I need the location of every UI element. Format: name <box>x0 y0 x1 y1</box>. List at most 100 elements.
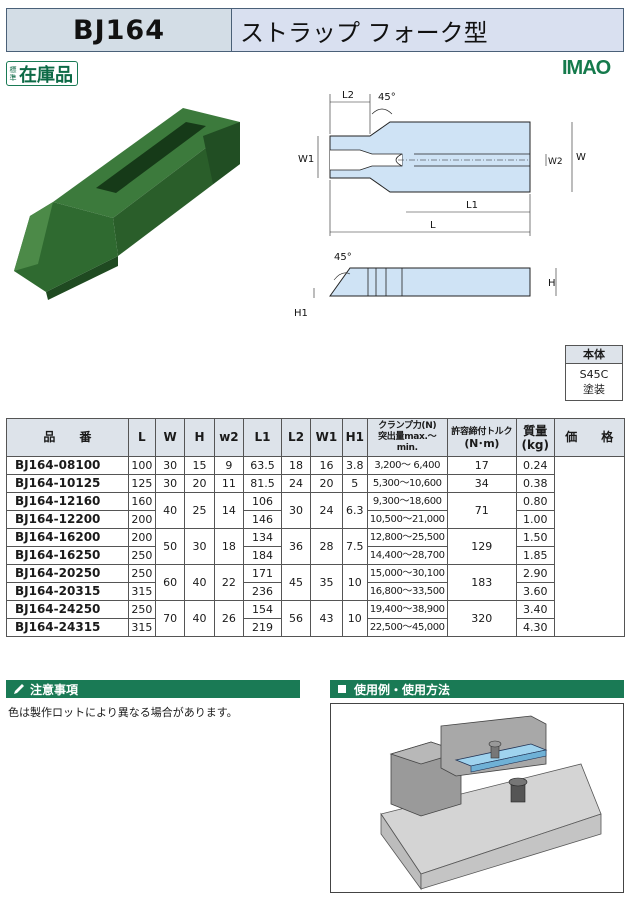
notes-title: 注意事項 <box>30 682 79 697</box>
cell-h: 40 <box>184 600 215 637</box>
cell-clamp: 10,500～21,000 <box>366 510 448 529</box>
cell-clamp: 14,400～28,700 <box>366 546 448 565</box>
cell-mass: 1.50 <box>515 528 555 547</box>
cell-price <box>553 456 626 637</box>
cell-code: BJ164-24315 <box>6 618 129 637</box>
usage-illustration <box>380 715 602 891</box>
cell-code: BJ164-24250 <box>6 600 129 619</box>
cell-w: 30 <box>154 456 186 475</box>
th-h1: H1 <box>341 418 368 457</box>
cell-l1: 236 <box>243 582 282 601</box>
cell-l2: 36 <box>280 528 312 565</box>
th-l1: L1 <box>243 418 282 457</box>
cell-mass: 0.80 <box>515 492 555 511</box>
cell-l: 250 <box>127 600 156 619</box>
dim-angle2: 45° <box>334 252 352 263</box>
dim-w: W <box>576 152 586 163</box>
badge-small-label: 標準 <box>9 65 17 82</box>
product-title: ストラップ フォーク型 <box>232 8 624 52</box>
material-line2: 塗装 <box>583 383 605 396</box>
material-header: 本体 <box>566 346 622 364</box>
cell-l: 160 <box>127 492 156 511</box>
material-body: S45C 塗装 <box>566 364 622 400</box>
cell-w2: 26 <box>213 600 245 637</box>
cell-w: 50 <box>154 528 186 565</box>
usage-header: 使用例・使用方法 <box>330 680 624 698</box>
cell-clamp: 15,000～30,100 <box>366 564 448 583</box>
th-price: 価 格 <box>553 418 626 457</box>
cell-w1: 43 <box>310 600 343 637</box>
cell-clamp: 9,300～18,600 <box>366 492 448 511</box>
cell-w1: 35 <box>310 564 343 601</box>
cell-l: 100 <box>127 456 156 475</box>
notes-text: 色は製作ロットにより異なる場合があります。 <box>8 706 238 719</box>
cell-h: 15 <box>184 456 215 475</box>
th-w2: w2 <box>213 418 245 457</box>
cell-w1: 20 <box>310 474 343 493</box>
cell-w2: 14 <box>213 492 245 529</box>
cell-l: 200 <box>127 528 156 547</box>
cell-clamp: 12,800～25,500 <box>366 528 448 547</box>
cell-code: BJ164-20315 <box>6 582 129 601</box>
cell-torque: 320 <box>446 600 517 637</box>
th-mass-line2: (kg) <box>521 437 549 452</box>
header: BJ164 ストラップ フォーク型 <box>6 8 624 52</box>
cell-w1: 16 <box>310 456 343 475</box>
usage-title: 使用例・使用方法 <box>354 682 451 697</box>
cell-mass: 1.85 <box>515 546 555 565</box>
cell-l1: 171 <box>243 564 282 583</box>
usage-illustration-box <box>330 703 624 893</box>
cell-w1: 24 <box>310 492 343 529</box>
cell-w1: 28 <box>310 528 343 565</box>
cell-l1: 219 <box>243 618 282 637</box>
product-photo <box>14 108 240 300</box>
cell-clamp: 19,400～38,900 <box>366 600 448 619</box>
cell-h: 25 <box>184 492 215 529</box>
cell-l2: 30 <box>280 492 312 529</box>
cell-clamp: 3,200～ 6,400 <box>366 456 448 475</box>
th-torque-line2: (N･m) <box>464 436 500 450</box>
cell-torque: 17 <box>446 456 517 475</box>
cell-code: BJ164-20250 <box>6 564 129 583</box>
dim-l1: L1 <box>466 200 478 211</box>
cell-h1: 10 <box>341 600 368 637</box>
th-w: W <box>154 418 186 457</box>
cell-h1: 10 <box>341 564 368 601</box>
pencil-icon <box>14 684 24 694</box>
cell-l1: 154 <box>243 600 282 619</box>
cell-code: BJ164-16250 <box>6 546 129 565</box>
cell-code: BJ164-12200 <box>6 510 129 529</box>
cell-l: 125 <box>127 474 156 493</box>
cell-code: BJ164-12160 <box>6 492 129 511</box>
cell-l1: 81.5 <box>243 474 282 493</box>
cell-mass: 3.60 <box>515 582 555 601</box>
cell-h1: 6.3 <box>341 492 368 529</box>
cell-w: 30 <box>154 474 186 493</box>
cell-code: BJ164-16200 <box>6 528 129 547</box>
th-code: 品 番 <box>6 418 129 457</box>
cell-l2: 18 <box>280 456 312 475</box>
cell-clamp: 5,300～10,600 <box>366 474 448 493</box>
cell-w2: 9 <box>213 456 245 475</box>
cell-mass: 0.24 <box>515 456 555 475</box>
cell-w2: 11 <box>213 474 245 493</box>
cell-w2: 22 <box>213 564 245 601</box>
product-code: BJ164 <box>6 8 232 52</box>
cell-code: BJ164-10125 <box>6 474 129 493</box>
cell-h1: 5 <box>341 474 368 493</box>
th-clamp: クランプ力(N) 突出量max.～min. <box>366 418 448 457</box>
imao-logo: IMAO <box>562 57 612 78</box>
cell-mass: 0.38 <box>515 474 555 493</box>
cell-w: 40 <box>154 492 186 529</box>
badge-main-label: 在庫品 <box>19 64 73 86</box>
cell-l: 200 <box>127 510 156 529</box>
cell-l2: 24 <box>280 474 312 493</box>
th-mass: 質量 (kg) <box>515 418 555 457</box>
cell-code: BJ164-08100 <box>6 456 129 475</box>
